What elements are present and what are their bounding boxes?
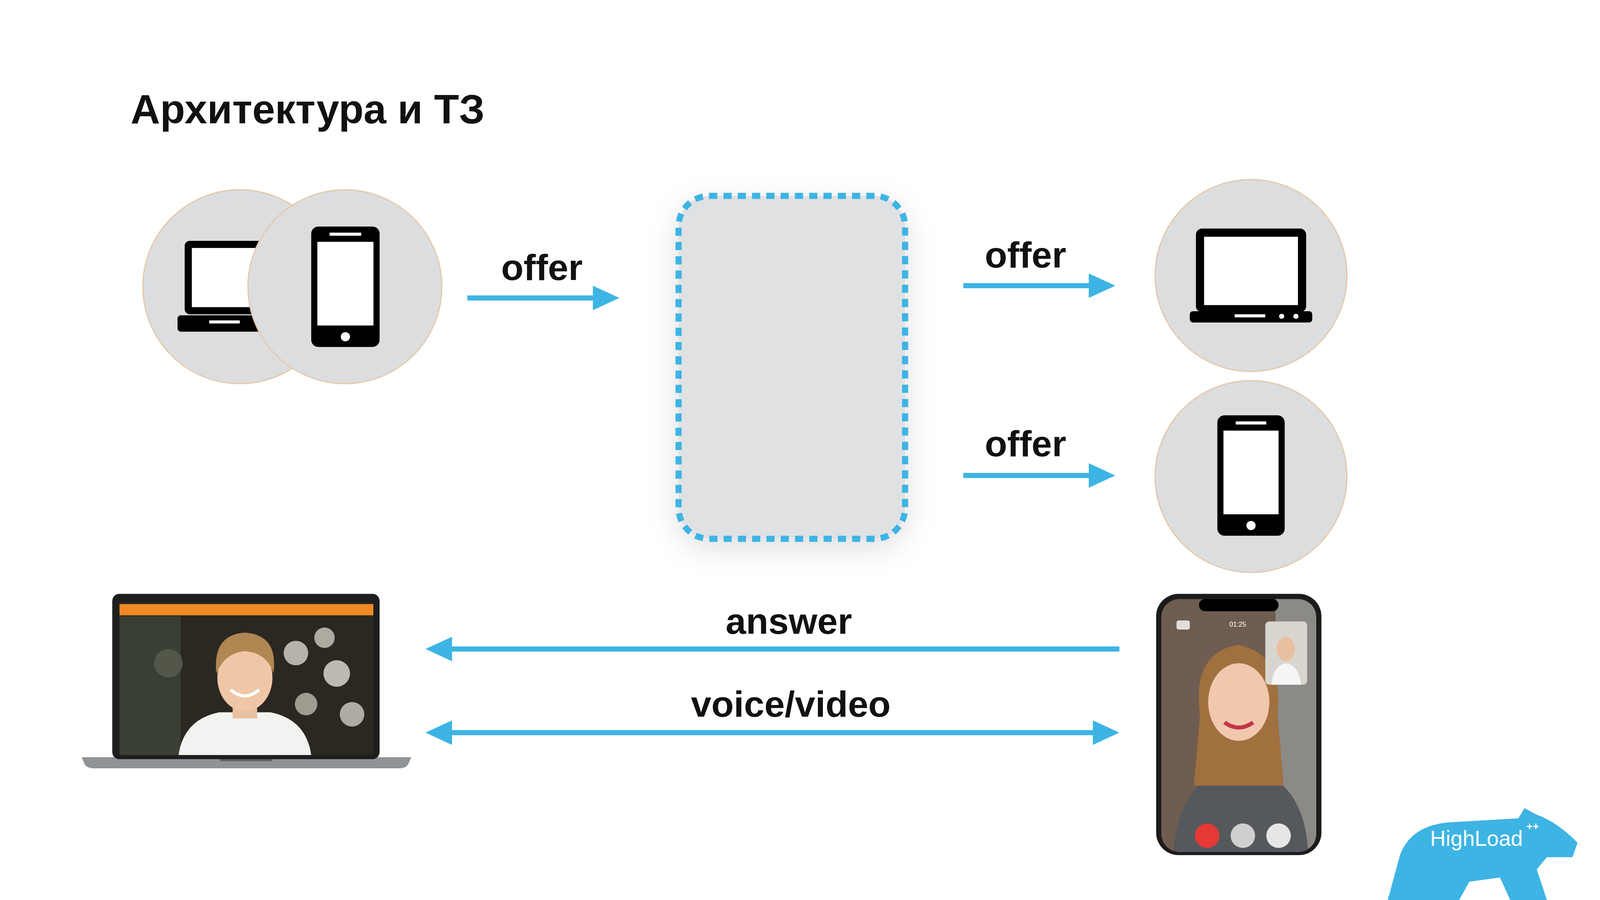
background-blur <box>314 627 335 648</box>
phone-icon <box>311 226 380 348</box>
laptop-dot <box>1279 313 1285 319</box>
phone-speaker <box>329 232 362 236</box>
logo-bear <box>1387 808 1578 900</box>
device-circle <box>247 190 442 384</box>
call-timer: 01:25 <box>1229 620 1247 629</box>
background-blur <box>323 660 350 687</box>
video-frame <box>119 602 374 755</box>
logo-text: HighLoad <box>1430 826 1523 852</box>
device-circle <box>1155 380 1347 573</box>
phone-screen <box>1223 430 1279 515</box>
client-devices <box>142 190 443 384</box>
phone-body <box>311 226 380 348</box>
shirt <box>178 712 312 755</box>
camera-icon <box>1176 620 1190 630</box>
video-button <box>1230 823 1255 848</box>
phone-speaker <box>1235 421 1267 425</box>
phone-button <box>1246 520 1256 530</box>
self-view-shirt <box>1271 663 1301 685</box>
arrow-head <box>425 636 453 662</box>
phone-frame <box>1156 593 1322 855</box>
arrow-label: voice/video <box>690 682 891 725</box>
arrow-line <box>963 472 1093 478</box>
self-view <box>1265 621 1308 685</box>
face <box>1208 663 1270 741</box>
arrows <box>425 273 1120 745</box>
laptop-dot <box>1293 313 1299 319</box>
app-toolbar <box>119 604 374 616</box>
background-blur <box>154 649 183 678</box>
logo-text: ++ <box>1526 820 1539 833</box>
arrow-label: offer <box>501 246 583 289</box>
arrow-label: offer <box>984 422 1067 465</box>
arrow-head <box>425 720 453 745</box>
phone-button <box>340 332 350 342</box>
laptop-bezel <box>112 593 380 760</box>
hangup-button <box>1195 823 1220 848</box>
arrow-label: answer <box>725 600 852 643</box>
laptop-base <box>1190 311 1313 323</box>
arrow-line <box>963 283 1093 289</box>
phone-photo <box>1156 593 1322 855</box>
arrow-line <box>447 646 1120 652</box>
arrow-head <box>1088 273 1116 298</box>
laptop-slot <box>1234 314 1265 318</box>
lips <box>1224 722 1254 728</box>
receiver-laptop <box>1155 179 1347 372</box>
mic-button <box>1266 823 1291 848</box>
arrow-line <box>467 295 598 301</box>
video-frame <box>1161 599 1317 853</box>
hair <box>215 632 275 674</box>
receiver-phone <box>1155 380 1347 573</box>
slide-title: Архитектура и ТЗ <box>130 85 485 133</box>
arrow-label: offer <box>984 234 1067 277</box>
laptop-photo <box>81 593 412 769</box>
laptop-screen <box>1195 228 1306 313</box>
arrow-line <box>447 730 1098 735</box>
arrow-head <box>592 285 620 311</box>
phone-body <box>1217 415 1285 536</box>
video-background <box>119 602 374 755</box>
background-blur <box>119 616 181 755</box>
laptop-slot <box>209 320 240 324</box>
phone-notch <box>1199 599 1279 612</box>
arrow-head <box>1092 720 1120 745</box>
laptop-display <box>1204 236 1298 305</box>
phone-screen <box>317 241 374 326</box>
background-blur <box>340 702 365 727</box>
self-view-face <box>1276 636 1295 662</box>
signaling-server-box <box>678 195 906 539</box>
smile <box>230 690 260 697</box>
background-blur <box>295 692 318 716</box>
arrow-head <box>1088 463 1116 488</box>
background-blur <box>283 640 309 666</box>
video-background <box>1161 599 1317 853</box>
device-circle <box>1155 179 1347 372</box>
